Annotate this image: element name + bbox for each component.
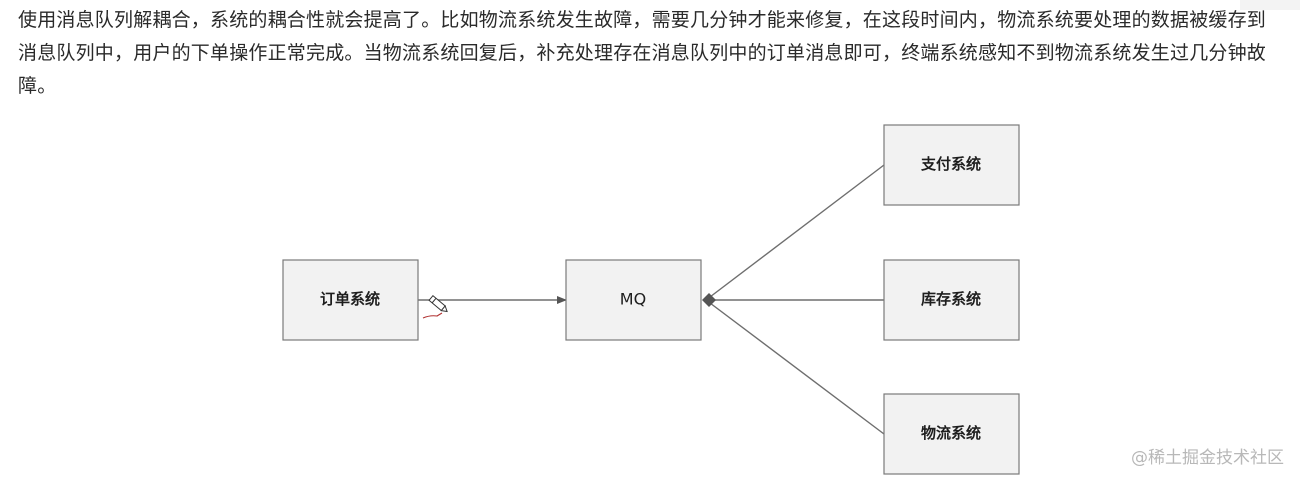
node-payment-label: 支付系统 — [920, 155, 981, 173]
edge-logistics-to-mq — [705, 299, 885, 435]
node-logistics-label: 物流系统 — [921, 424, 981, 442]
node-logistics-system: 物流系统 — [883, 393, 1020, 475]
pencil-cursor-icon — [428, 294, 448, 313]
node-mq: MQ — [565, 259, 702, 341]
node-order-system: 订单系统 — [282, 259, 419, 341]
node-order-label: 订单系统 — [320, 290, 380, 308]
aggregation-diamond — [702, 293, 716, 307]
node-mq-label: MQ — [620, 290, 646, 309]
article-paragraph: 使用消息队列解耦合，系统的耦合性就会提高了。比如物流系统发生故障，需要几分钟才能… — [18, 9, 1267, 97]
node-inventory-system: 库存系统 — [883, 259, 1020, 341]
watermark: @稀土掘金技术社区 — [1131, 448, 1284, 468]
pen-mark — [422, 312, 443, 319]
corner-fade — [1240, 0, 1300, 10]
edge-payment-to-mq — [705, 164, 885, 301]
node-inventory-label: 库存系统 — [921, 290, 981, 308]
node-payment-system: 支付系统 — [883, 124, 1020, 206]
